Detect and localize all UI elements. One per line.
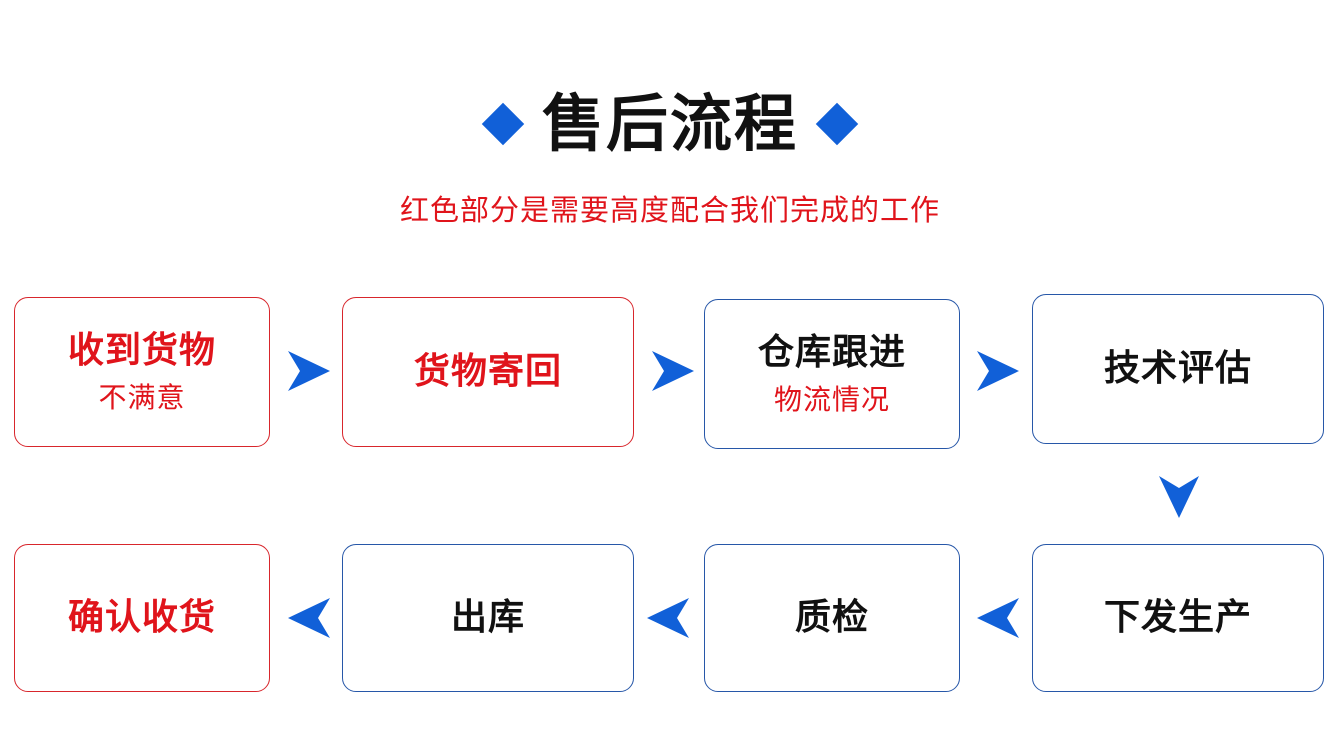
- step-label: 确认收货: [67, 597, 216, 638]
- step-label: 货物寄回: [413, 351, 562, 392]
- page-title: 售后流程: [541, 87, 798, 160]
- step-warehouse-follow-up: 仓库跟进 物流情况: [704, 299, 960, 449]
- step-quality-inspection: 质检: [704, 544, 960, 692]
- step-outbound: 出库: [342, 544, 634, 692]
- step-sublabel: 不满意: [98, 381, 186, 414]
- step-label: 技术评估: [1103, 348, 1252, 389]
- arrow-right-icon: [288, 351, 330, 391]
- step-technical-assessment: 技术评估: [1032, 294, 1324, 444]
- step-receive-goods: 收到货物 不满意: [14, 297, 270, 447]
- step-return-goods: 货物寄回: [342, 297, 634, 447]
- step-production: 下发生产: [1032, 544, 1324, 692]
- arrow-left-icon: [977, 598, 1019, 638]
- arrow-right-icon: [977, 351, 1019, 391]
- arrow-right-icon: [652, 351, 694, 391]
- step-label: 质检: [794, 597, 869, 638]
- page-subtitle: 红色部分是需要高度配合我们完成的工作: [399, 193, 940, 227]
- diamond-right-icon: [815, 102, 859, 146]
- title-row: 售后流程: [0, 86, 1340, 162]
- step-confirm-receipt: 确认收货: [14, 544, 270, 692]
- step-label: 仓库跟进: [757, 332, 906, 373]
- step-label: 出库: [450, 597, 525, 638]
- step-label: 下发生产: [1103, 597, 1252, 638]
- arrow-left-icon: [288, 598, 330, 638]
- step-label: 收到货物: [67, 330, 216, 371]
- arrow-down-icon: [1159, 476, 1199, 518]
- step-sublabel: 物流情况: [773, 383, 890, 416]
- arrow-left-icon: [647, 598, 689, 638]
- diamond-left-icon: [481, 102, 525, 146]
